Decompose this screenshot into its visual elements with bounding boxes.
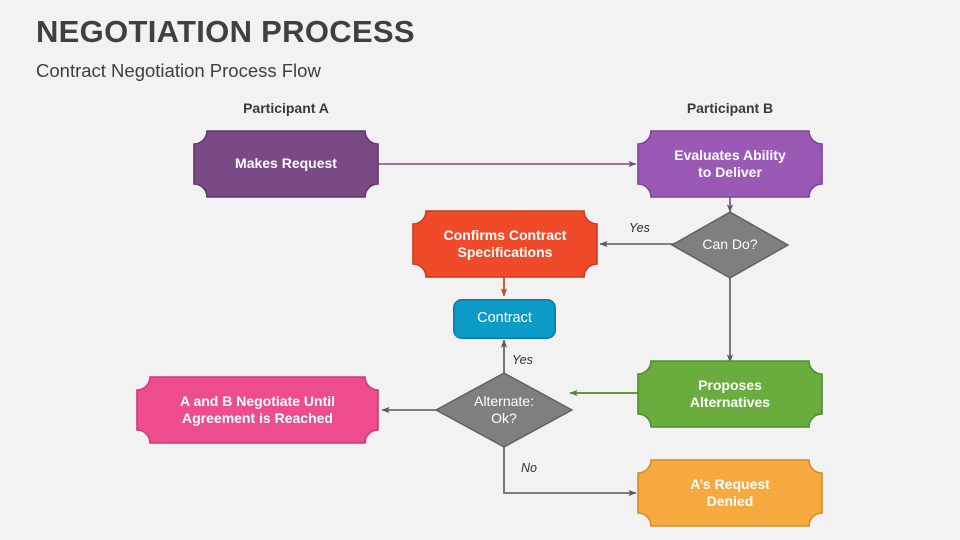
card-shape	[637, 130, 823, 198]
rounded-rect-shape	[453, 299, 557, 340]
edge-label-alternate-no: No	[521, 461, 537, 475]
node-can-do[interactable]: Can Do?	[670, 211, 790, 279]
node-label: Makes Request	[235, 155, 337, 172]
card-shape	[136, 376, 379, 444]
node-label: Contract	[477, 310, 532, 327]
column-heading-participant-a: Participant A	[243, 100, 329, 116]
card-shape	[637, 360, 823, 428]
node-request-denied[interactable]: A’s Request Denied	[637, 459, 823, 527]
card-shape	[637, 459, 823, 527]
edge-label-alternate-yes: Yes	[512, 353, 533, 367]
page-subtitle: Contract Negotiation Process Flow	[36, 60, 321, 81]
node-label: Proposes Alternatives	[689, 376, 771, 410]
node-contract[interactable]: Contract	[453, 299, 557, 340]
node-label: Can Do?	[702, 236, 758, 253]
node-proposes-alternatives[interactable]: Proposes Alternatives	[637, 360, 823, 428]
node-alternate-ok[interactable]: Alternate: Ok?	[434, 372, 574, 448]
node-evaluates-ability[interactable]: Evaluates Ability to Deliver	[637, 130, 823, 198]
card-shape	[193, 130, 379, 198]
node-label: Alternate: Ok?	[474, 392, 534, 426]
node-confirms-contract-specifications[interactable]: Confirms Contract Specifications	[412, 210, 598, 278]
node-label: Evaluates Ability to Deliver	[674, 146, 786, 180]
node-label: A’s Request Denied	[690, 475, 770, 509]
edge-label-can-do-yes: Yes	[629, 221, 650, 235]
node-makes-request[interactable]: Makes Request	[193, 130, 379, 198]
column-heading-participant-b: Participant B	[686, 100, 774, 116]
page-title: NEGOTIATION PROCESS	[36, 14, 415, 49]
node-label: A and B Negotiate Until Agreement is Rea…	[179, 392, 336, 426]
node-label: Confirms Contract Specifications	[443, 226, 567, 260]
node-negotiate-until-agreement[interactable]: A and B Negotiate Until Agreement is Rea…	[136, 376, 379, 444]
card-shape	[412, 210, 598, 278]
